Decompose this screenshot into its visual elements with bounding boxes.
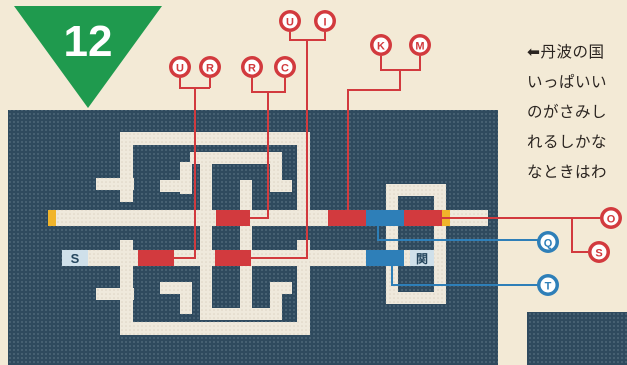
marker-s: S bbox=[588, 241, 610, 263]
marker-u-top: U bbox=[279, 10, 301, 32]
red-leader-lines bbox=[174, 32, 600, 259]
description-line: ⬅丹波の国 bbox=[527, 43, 605, 61]
description-line: れるしかな bbox=[527, 133, 608, 151]
top-markers: U R R C U I K M bbox=[169, 10, 431, 78]
svg-text:O: O bbox=[607, 214, 616, 226]
svg-text:M: M bbox=[415, 41, 424, 53]
marker-r-first: R bbox=[199, 56, 221, 78]
description-line: なときはわ bbox=[527, 163, 608, 181]
event-block bbox=[404, 210, 442, 226]
svg-text:T: T bbox=[545, 281, 552, 293]
marker-m: M bbox=[409, 34, 431, 56]
start-label: S bbox=[71, 251, 80, 266]
marker-c: C bbox=[274, 56, 296, 78]
level-badge-triangle bbox=[14, 6, 162, 108]
gate-tile bbox=[410, 250, 434, 266]
description-line: いっぱいい bbox=[527, 73, 608, 91]
level-number: 12 bbox=[64, 17, 113, 66]
svg-text:U: U bbox=[176, 63, 184, 75]
level-badge: 12 bbox=[14, 6, 162, 108]
blue-event-block bbox=[366, 210, 404, 226]
start-tile bbox=[62, 250, 88, 266]
event-block bbox=[215, 250, 251, 266]
description-line: のがさみし bbox=[527, 103, 608, 121]
svg-text:U: U bbox=[286, 17, 294, 29]
left-exit bbox=[48, 210, 56, 226]
svg-text:R: R bbox=[206, 63, 214, 75]
blue-event-blocks bbox=[366, 210, 404, 266]
blue-event-block bbox=[366, 250, 404, 266]
event-block bbox=[138, 250, 174, 266]
svg-text:C: C bbox=[281, 63, 289, 75]
event-block bbox=[216, 210, 250, 226]
gate-label: 関 bbox=[416, 252, 428, 266]
event-block bbox=[328, 210, 366, 226]
event-blocks bbox=[138, 210, 442, 266]
marker-r-second: R bbox=[241, 56, 263, 78]
marker-t: T bbox=[537, 274, 559, 296]
svg-text:R: R bbox=[248, 63, 256, 75]
map-floor-corner bbox=[527, 312, 627, 365]
svg-text:I: I bbox=[323, 17, 326, 29]
svg-text:Q: Q bbox=[544, 238, 553, 250]
marker-o: O bbox=[600, 207, 622, 229]
marker-q: Q bbox=[537, 231, 559, 253]
marker-i: I bbox=[314, 10, 336, 32]
svg-text:S: S bbox=[595, 248, 602, 260]
svg-text:K: K bbox=[377, 41, 385, 53]
side-markers: O S Q T bbox=[537, 207, 622, 296]
marker-k: K bbox=[370, 34, 392, 56]
marker-u-left: U bbox=[169, 56, 191, 78]
